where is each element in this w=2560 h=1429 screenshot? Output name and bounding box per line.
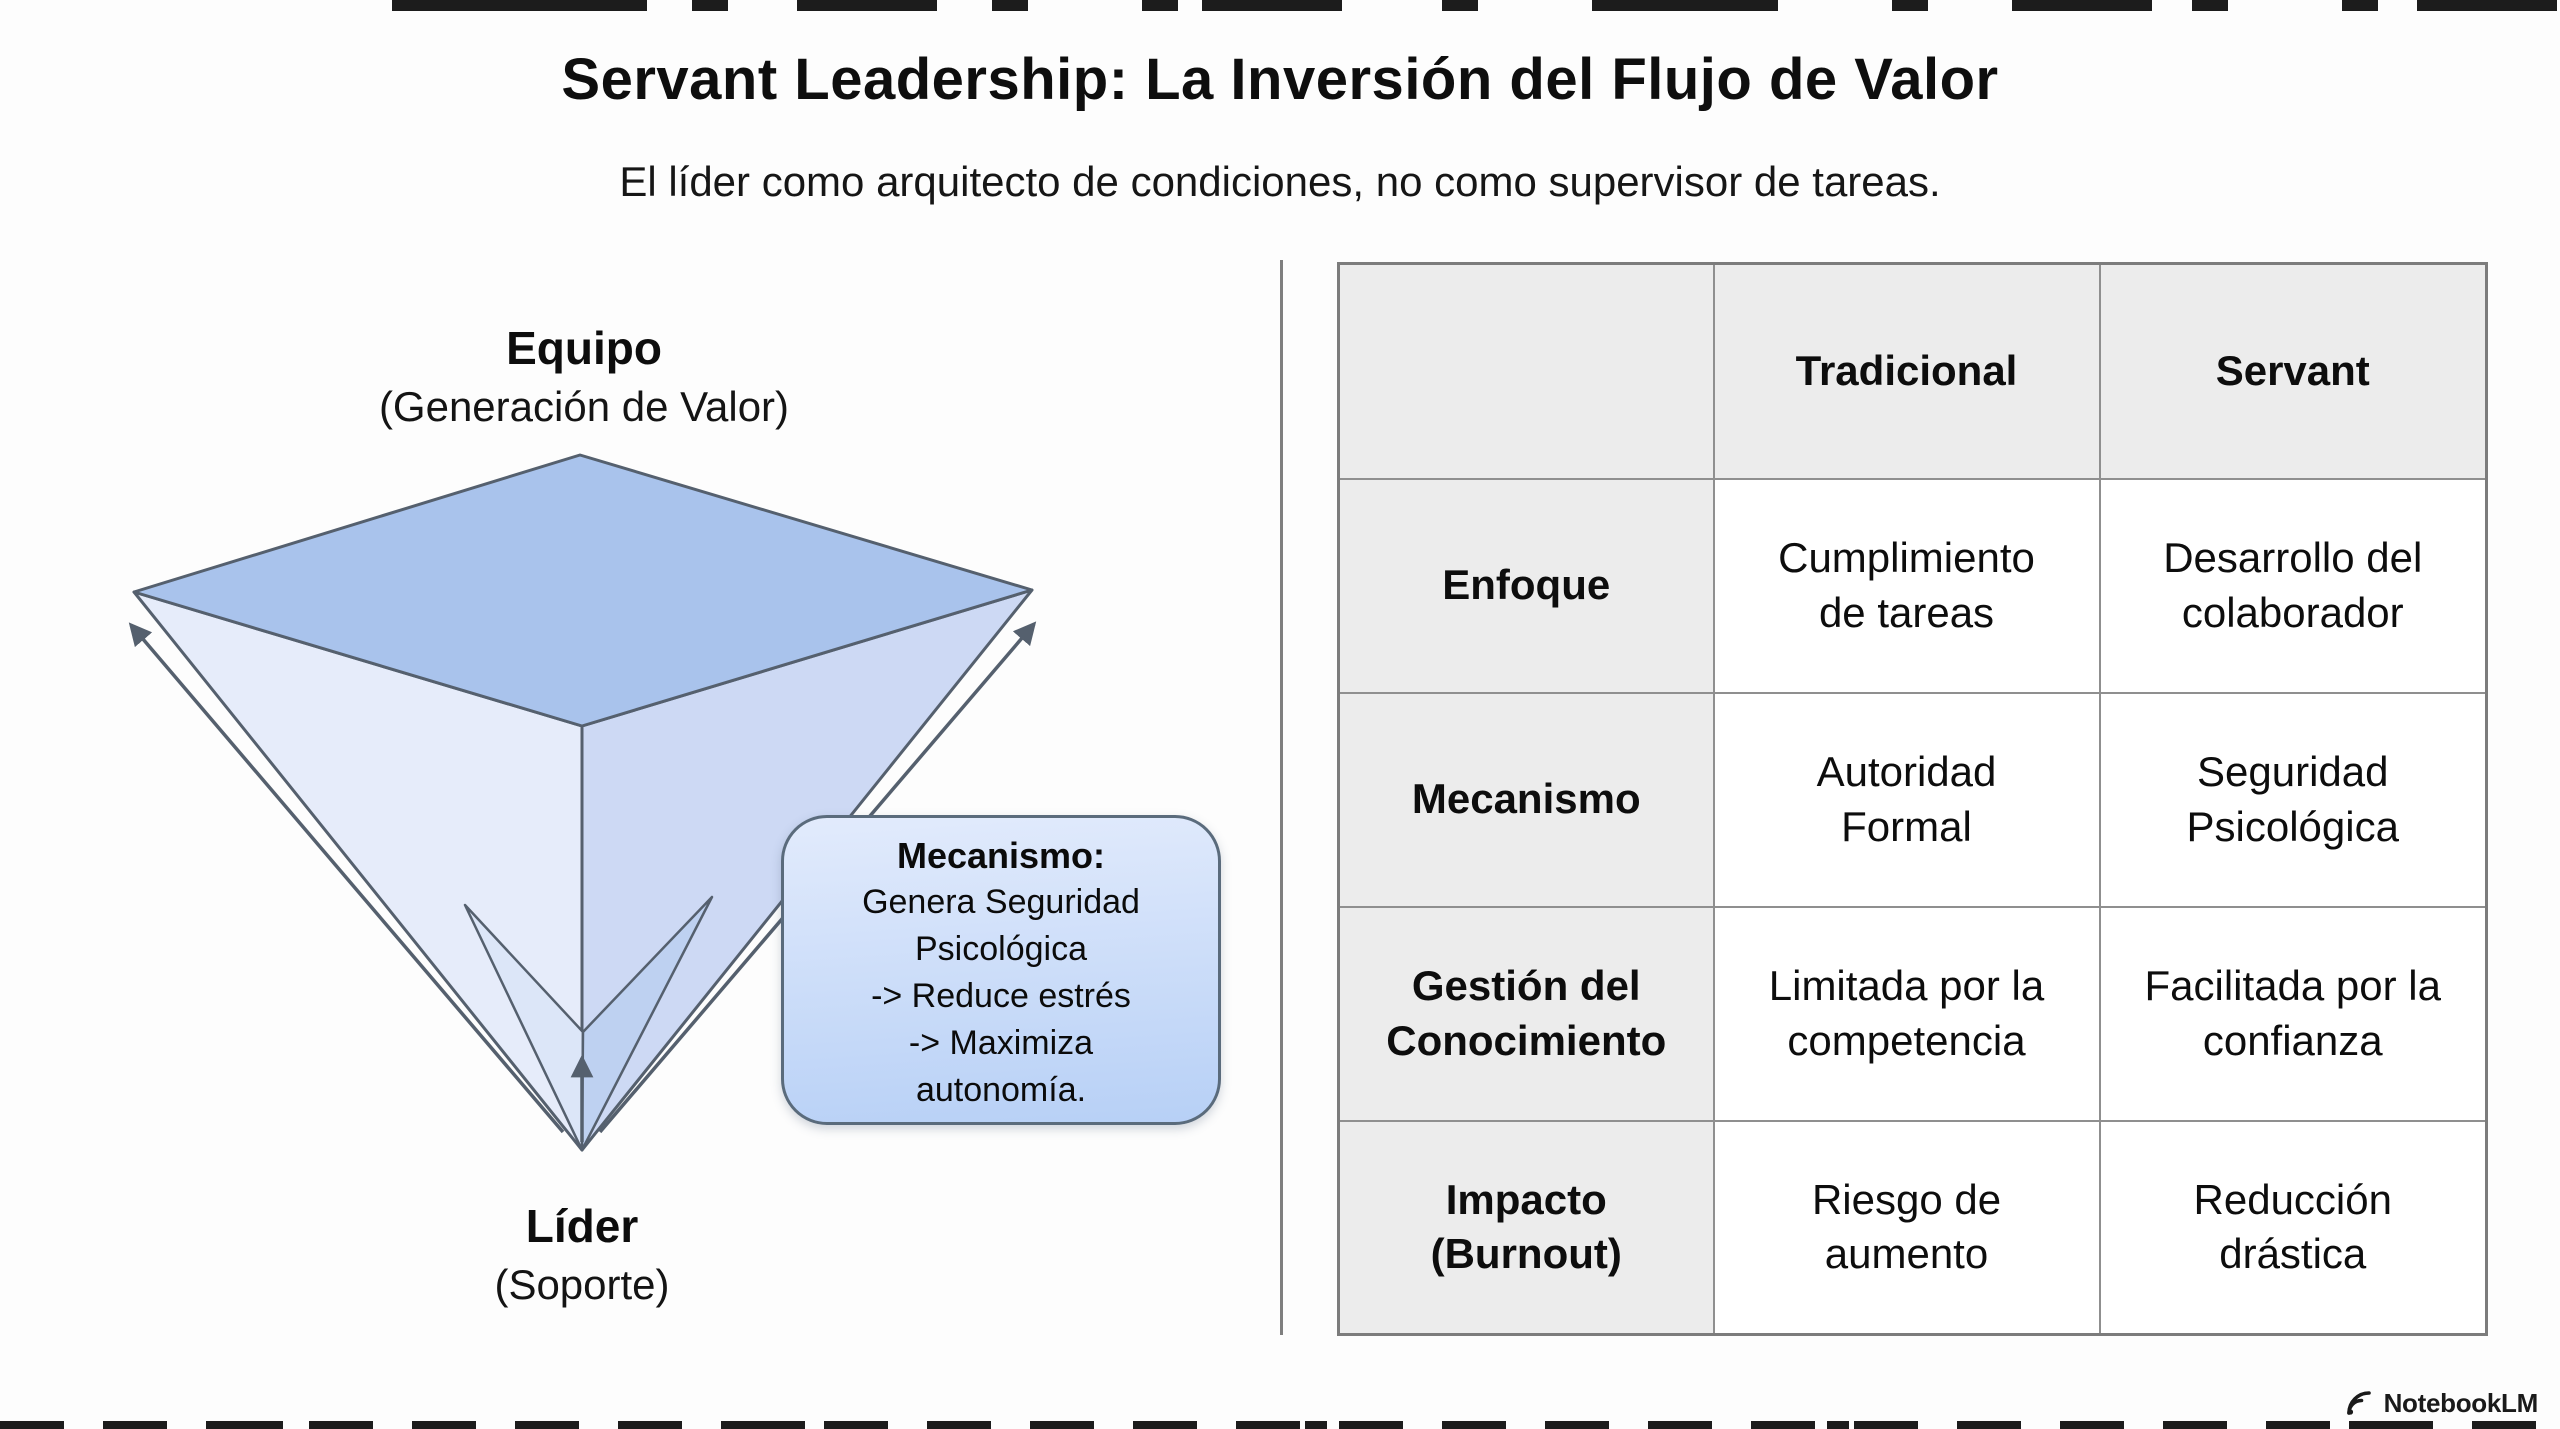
pyramid-top-label-group: Equipo (Generación de Valor) bbox=[284, 322, 884, 431]
notebooklm-icon bbox=[2346, 1391, 2371, 1415]
vertical-divider bbox=[1280, 260, 1283, 1335]
page-subtitle: El líder como arquitecto de condiciones,… bbox=[619, 158, 1941, 205]
callout-line: Genera Seguridad bbox=[862, 883, 1140, 921]
equipo-label: Equipo bbox=[506, 322, 662, 374]
callout-line: -> Maximiza bbox=[908, 1024, 1094, 1062]
top-edge-artifact bbox=[392, 0, 2560, 11]
equipo-sublabel: (Generación de Valor) bbox=[378, 382, 790, 430]
row-label: Enfoque bbox=[1337, 477, 1715, 694]
cell-tradicional: Autoridad Formal bbox=[1712, 691, 2101, 908]
row-label: Gestión del Conocimiento bbox=[1337, 905, 1715, 1122]
table-row-impacto: Impacto (Burnout) Riesgo de aumento Redu… bbox=[1337, 1119, 2488, 1336]
bottom-edge-artifact bbox=[0, 1421, 2560, 1429]
notebooklm-branding: NotebookLM bbox=[2345, 1386, 2538, 1420]
page-title: Servant Leadership: La Inversión del Flu… bbox=[561, 47, 1999, 112]
table-header-tradicional: Tradicional bbox=[1712, 262, 2101, 480]
table-header-servant: Servant bbox=[2098, 262, 2488, 480]
brand-name: NotebookLM bbox=[2383, 1387, 2539, 1418]
cell-servant: Reducción drástica bbox=[2098, 1119, 2488, 1336]
table-row-mecanismo: Mecanismo Autoridad Formal Seguridad Psi… bbox=[1337, 691, 2488, 908]
table-row-gestion: Gestión del Conocimiento Limitada por la… bbox=[1337, 905, 2488, 1122]
row-label: Mecanismo bbox=[1337, 691, 1715, 908]
callout-line: -> Reduce estrés bbox=[871, 977, 1131, 1015]
cell-tradicional: Cumplimiento de tareas bbox=[1712, 477, 2101, 694]
cell-servant: Seguridad Psicológica bbox=[2098, 691, 2488, 908]
comparison-table: Tradicional Servant Enfoque Cumplimiento… bbox=[1337, 262, 2488, 1336]
support-arrow-left bbox=[128, 622, 565, 1134]
table-corner-cell bbox=[1337, 262, 1715, 480]
callout-line: autonomía. bbox=[915, 1071, 1087, 1109]
pyramid-bottom-label-group: Líder (Soporte) bbox=[282, 1200, 882, 1309]
table-row-enfoque: Enfoque Cumplimiento de tareas Desarroll… bbox=[1337, 477, 2488, 694]
cell-servant: Facilitada por la confianza bbox=[2098, 905, 2488, 1122]
cell-servant: Desarrollo del colaborador bbox=[2098, 477, 2488, 694]
callout-heading: Mecanismo: bbox=[896, 835, 1106, 876]
mechanism-callout: Mecanismo: Genera Seguridad Psicológica … bbox=[781, 815, 1221, 1125]
lider-sublabel: (Soporte) bbox=[494, 1260, 670, 1308]
cell-tradicional: Riesgo de aumento bbox=[1712, 1119, 2101, 1336]
table-header-row: Tradicional Servant bbox=[1337, 262, 2488, 480]
pyramid-top-face bbox=[132, 453, 1034, 728]
row-label: Impacto (Burnout) bbox=[1337, 1119, 1715, 1336]
cell-tradicional: Limitada por la competencia bbox=[1712, 905, 2101, 1122]
lider-label: Líder bbox=[525, 1200, 639, 1252]
callout-line: Psicológica bbox=[915, 930, 1087, 968]
